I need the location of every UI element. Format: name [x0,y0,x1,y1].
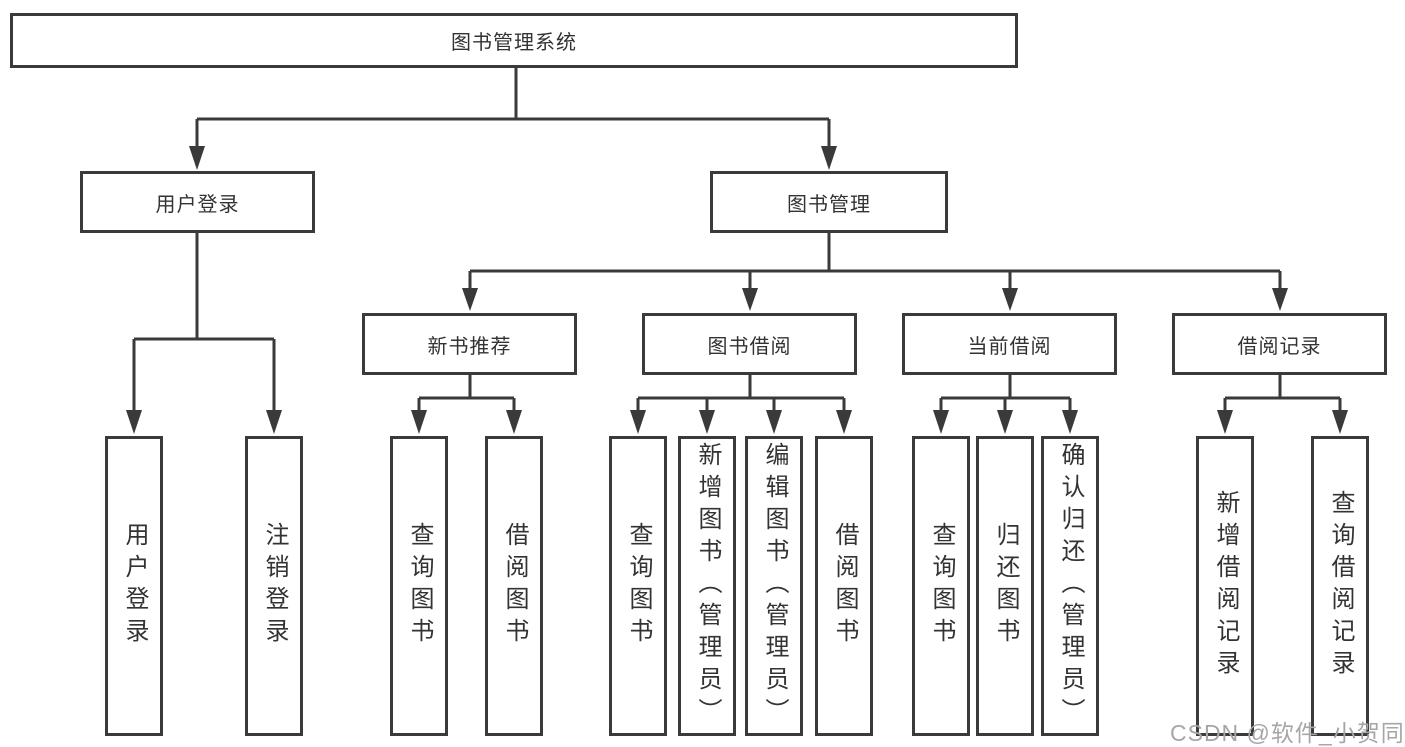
arrow-down-icon [821,146,837,170]
arrow-down-icon [506,410,522,434]
connector-bookmgmt-to-level3 [468,233,1282,291]
arrow-down-icon [997,410,1013,434]
csdn-watermark: CSDN @软件_小贺同学 [1170,720,1405,746]
arrow-down-icon [630,410,646,434]
node-book-borrow: 图书借阅 [642,313,857,375]
node-leaf-add-borrow-record: 新增借阅记录 [1196,436,1254,736]
arrow-down-icon [126,410,142,434]
node-borrow-records: 借阅记录 [1172,313,1387,375]
node-book-management: 图书管理 [710,171,948,233]
arrow-down-icon [1272,288,1288,311]
node-current-borrow: 当前借阅 [902,313,1117,375]
arrow-down-icon [1002,288,1018,311]
node-root: 图书管理系统 [10,13,1018,68]
arrow-down-icon [766,410,782,434]
arrow-down-icon [411,410,427,434]
node-leaf-query-books-current: 查询图书 [912,436,970,736]
node-leaf-query-books-recommend: 查询图书 [390,436,448,736]
node-leaf-user-login: 用户登录 [105,436,163,736]
arrowheads [126,146,1348,434]
arrow-down-icon [699,410,715,434]
node-leaf-confirm-return-admin: 确认归还（管理员） [1041,436,1099,736]
arrow-down-icon [462,288,478,311]
node-user-login: 用户登录 [80,171,315,233]
node-leaf-borrow-books: 借阅图书 [815,436,873,736]
arrow-down-icon [836,410,852,434]
arrow-down-icon [1332,410,1348,434]
connector-userlogin-to-leaves [132,233,276,412]
connector-currentborrow-to-leaves [939,375,1072,414]
connector-bookborrow-to-leaves [636,375,846,414]
arrow-down-icon [1217,410,1233,434]
node-leaf-logout: 注销登录 [245,436,303,736]
connector-root-to-level2 [195,68,831,148]
arrow-down-icon [1062,410,1078,434]
node-leaf-query-borrow-record: 查询借阅记录 [1311,436,1369,736]
node-leaf-query-books-borrow: 查询图书 [609,436,667,736]
node-leaf-borrow-books-recommend: 借阅图书 [485,436,543,736]
node-new-book-recommend: 新书推荐 [362,313,577,375]
connector-borrowrecords-to-leaves [1223,375,1342,414]
arrow-down-icon [266,410,282,434]
arrow-down-icon [933,410,949,434]
node-leaf-edit-book-admin: 编辑图书（管理员） [745,436,803,736]
node-leaf-add-book-admin: 新增图书（管理员） [678,436,736,736]
node-leaf-return-books: 归还图书 [976,436,1034,736]
arrow-down-icon [742,288,758,311]
connector-newbook-to-leaves [417,375,516,414]
arrow-down-icon [189,146,205,170]
